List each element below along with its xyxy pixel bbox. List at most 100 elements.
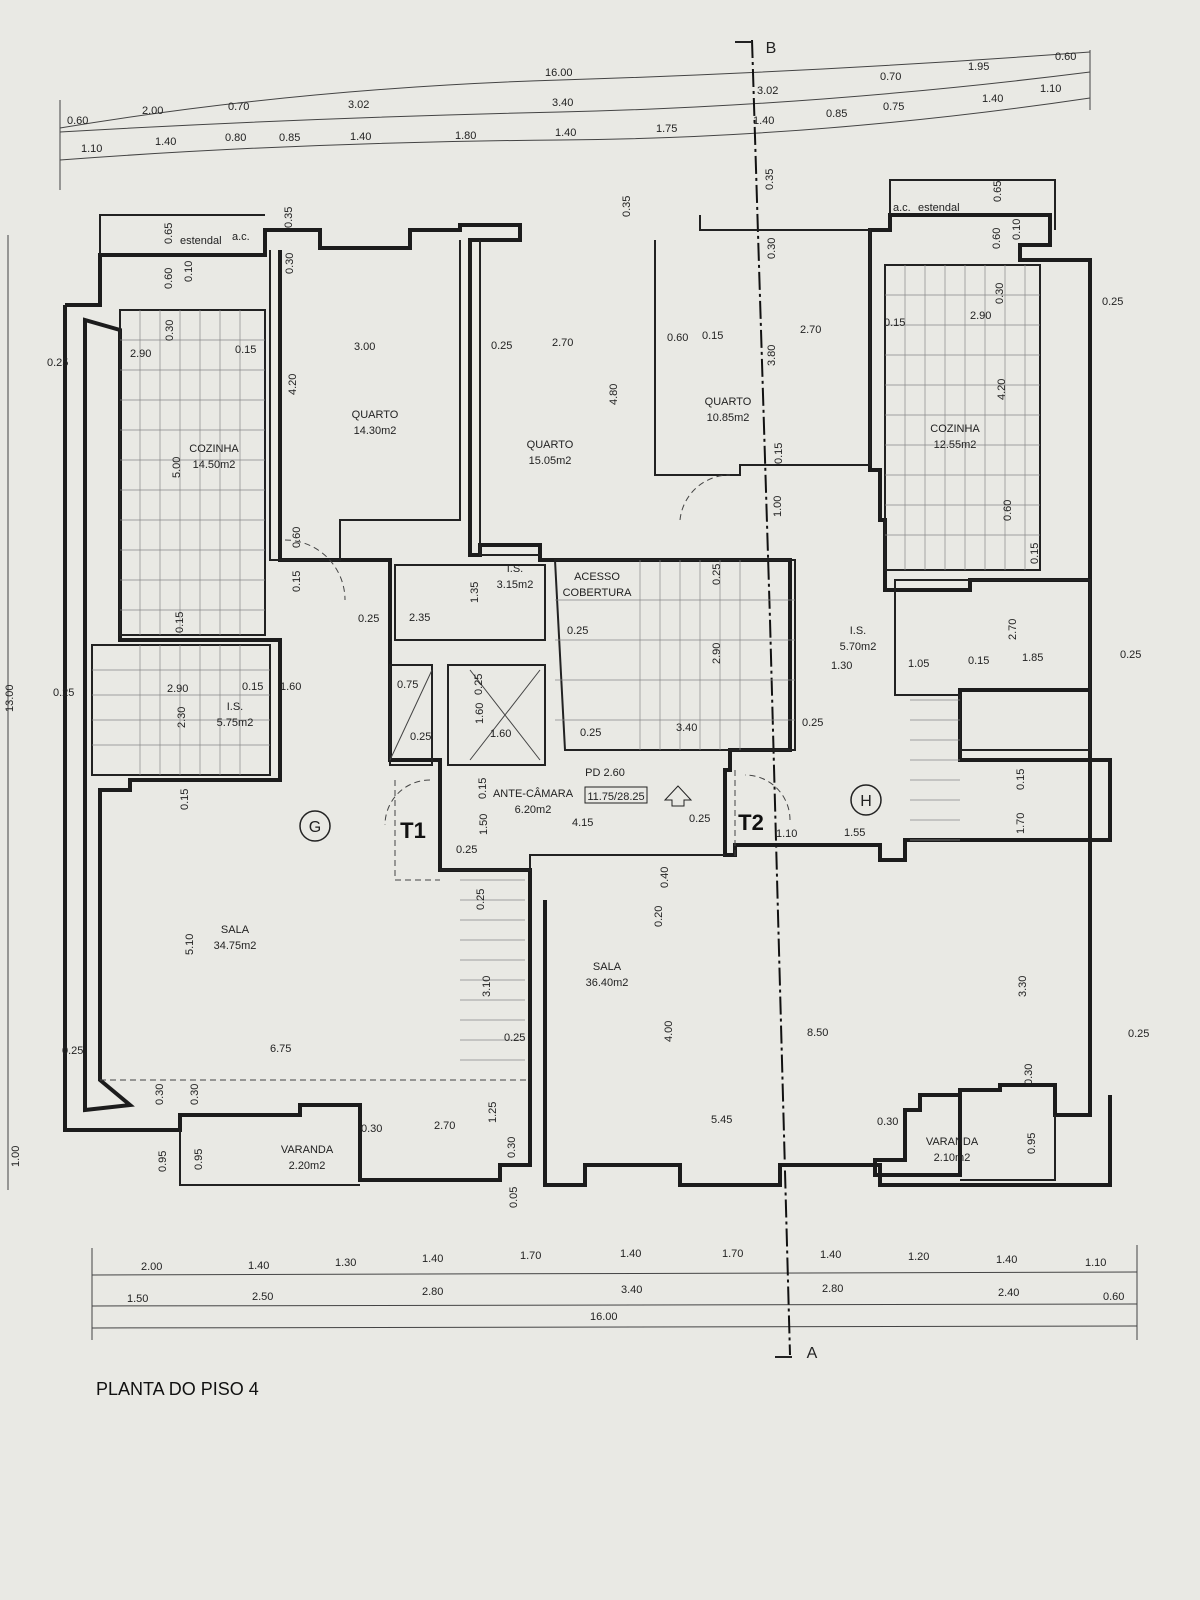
dimension-top: 0.60 (1055, 51, 1076, 63)
dimension-interior: 1.00 (10, 1146, 22, 1167)
dimension-interior: 6.75 (270, 1043, 291, 1055)
dimension-bottom: 1.70 (520, 1250, 541, 1262)
dimension-interior: 1.25 (487, 1102, 499, 1123)
tile-grids (92, 265, 1040, 1061)
dimension-interior: 0.25 (475, 889, 487, 910)
dimension-interior: 1.60 (280, 681, 301, 693)
dimension-interior: 0.15 (1015, 769, 1027, 790)
marker-g: G (309, 819, 321, 836)
room-name: I.S. (850, 625, 867, 637)
section-mark-b: B (766, 40, 777, 57)
dimension-interior: 2.90 (970, 310, 991, 322)
dimension-top: 3.02 (348, 99, 369, 111)
room-area: 15.05m2 (529, 455, 572, 467)
dimension-interior: 0.25 (358, 613, 379, 625)
dimension-top: 1.10 (81, 143, 102, 155)
dimension-interior: 0.25 (689, 813, 710, 825)
dimension-interior: 0.60 (291, 527, 303, 548)
dimension-lines (7, 50, 1138, 1340)
dimension-top: 1.40 (350, 131, 371, 143)
marker-h: H (860, 793, 872, 810)
dimension-interior: 0.05 (508, 1187, 520, 1208)
dimension-interior: 0.25 (53, 687, 74, 699)
dimension-interior: 2.70 (1007, 619, 1019, 640)
annotation-label: a.c. (232, 231, 250, 243)
dimension-bottom: 1.30 (335, 1257, 356, 1269)
room-area: 14.30m2 (354, 425, 397, 437)
dimension-top: 0.80 (225, 132, 246, 144)
dimension-interior: 0.35 (283, 207, 295, 228)
room-name: COZINHA (930, 423, 980, 435)
room-name: QUARTO (352, 409, 399, 421)
dimension-interior: 0.60 (991, 228, 1003, 249)
dimension-interior: 2.90 (711, 643, 723, 664)
dimension-interior: 0.60 (1002, 500, 1014, 521)
dimension-interior: 1.55 (844, 827, 865, 839)
dimension-interior: 0.60 (667, 332, 688, 344)
dimension-interior: 0.15 (968, 655, 989, 667)
dashed-lines (100, 474, 791, 1081)
room-area: 14.50m2 (193, 459, 236, 471)
room-name: VARANDA (926, 1136, 979, 1148)
dimension-top: 1.75 (656, 123, 677, 135)
dimension-interior: 5.00 (171, 457, 183, 478)
dimension-bottom: 1.40 (820, 1249, 841, 1261)
dimension-interior: 5.45 (711, 1114, 732, 1126)
dimension-top: 1.10 (1040, 83, 1061, 95)
dimension-top: 1.95 (968, 61, 989, 73)
dimension-bottom: 2.40 (998, 1287, 1019, 1299)
dimension-interior: 0.25 (1120, 649, 1141, 661)
dimension-interior: 0.75 (397, 679, 418, 691)
marker-h-circle (850, 784, 882, 816)
dimension-interior: 0.25 (711, 564, 723, 585)
dimension-interior: 1.05 (908, 658, 929, 670)
dimension-interior: 3.80 (766, 345, 778, 366)
dimension-interior: 0.15 (242, 681, 263, 693)
dimension-bottom: 1.10 (1085, 1257, 1106, 1269)
dimension-interior: 3.00 (354, 341, 375, 353)
dimension-interior: 0.65 (992, 181, 1004, 202)
dimension-interior: 0.15 (884, 317, 905, 329)
dimension-interior: 0.25 (580, 727, 601, 739)
dimension-interior: 1.35 (469, 582, 481, 603)
dimension-bottom: 1.40 (248, 1260, 269, 1272)
dimension-interior: 0.15 (773, 443, 785, 464)
dimension-top: 0.70 (228, 101, 249, 113)
dimension-bottom: 2.80 (822, 1283, 843, 1295)
ceiling-height: PD 2.60 (585, 767, 625, 779)
marker-t1: T1 (400, 818, 426, 843)
dimension-top: 1.40 (155, 136, 176, 148)
room-name: QUARTO (705, 396, 752, 408)
dimension-interior: 0.25 (567, 625, 588, 637)
dimension-top: 2.00 (142, 105, 163, 117)
dimension-interior: 2.35 (409, 612, 430, 624)
dimension-interior: 2.70 (552, 337, 573, 349)
room-name: I.S. (507, 563, 524, 575)
dimension-interior: 2.70 (800, 324, 821, 336)
dimension-interior: 0.65 (163, 223, 175, 244)
room-area: 12.55m2 (934, 439, 977, 451)
area-ratio: 11.75/28.25 (587, 791, 644, 803)
dimension-interior: 0.25 (410, 731, 431, 743)
dimension-interior: 0.25 (802, 717, 823, 729)
dimension-interior: 0.15 (702, 330, 723, 342)
dimension-interior: 5.10 (184, 934, 196, 955)
room-area: 2.10m2 (934, 1152, 971, 1164)
dimension-interior: 1.10 (776, 828, 797, 840)
room-name: I.S. (227, 701, 244, 713)
dimension-bottom: 16.00 (590, 1311, 618, 1323)
dimension-interior: 0.15 (174, 612, 186, 633)
dimension-bottom: 1.40 (422, 1253, 443, 1265)
dimension-bottom: 1.40 (996, 1254, 1017, 1266)
dimension-interior: 0.35 (621, 196, 633, 217)
dimension-top: 0.70 (880, 71, 901, 83)
dimension-interior: 1.00 (772, 496, 784, 517)
dimension-interior: 1.60 (474, 703, 486, 724)
marker-g-circle (299, 810, 331, 842)
entrance-arrow-icon (663, 785, 693, 807)
dimension-top: 1.40 (753, 115, 774, 127)
dimension-interior: 0.15 (291, 571, 303, 592)
room-area: 10.85m2 (707, 412, 750, 424)
room-name: ACESSO (574, 571, 620, 583)
